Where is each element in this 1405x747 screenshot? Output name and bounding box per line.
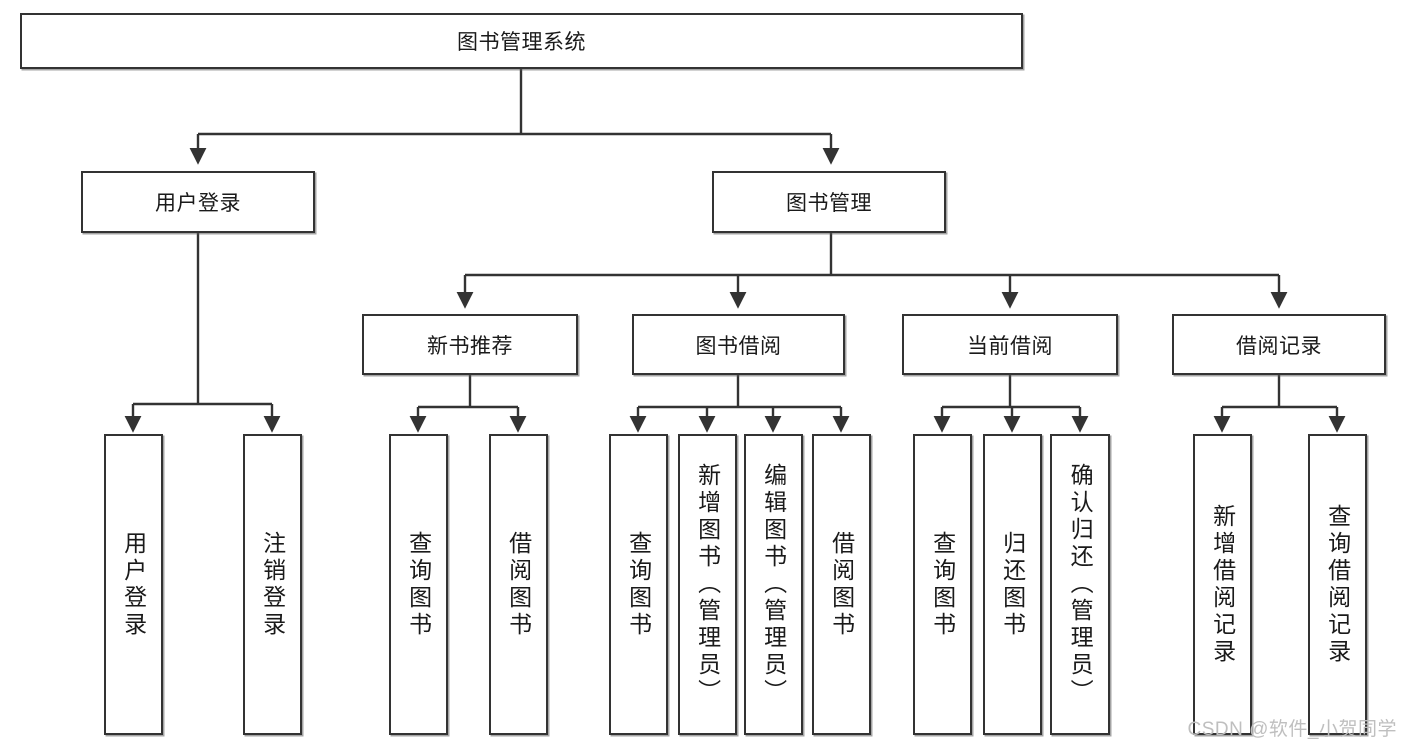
- node-leaf-borrow-book-recommend[interactable]: 借阅图书: [489, 434, 548, 735]
- node-leaf-logout[interactable]: 注销登录: [243, 434, 302, 735]
- node-label: 注销登录: [259, 530, 286, 639]
- node-label: 查询借阅记录: [1324, 503, 1351, 666]
- node-leaf-query-book-borrow[interactable]: 查询图书: [609, 434, 668, 735]
- node-level3-new-book-recommend[interactable]: 新书推荐: [362, 314, 578, 375]
- node-leaf-add-book-admin[interactable]: 新增图书（管理员）: [678, 434, 737, 735]
- node-level3-borrow-record[interactable]: 借阅记录: [1172, 314, 1386, 375]
- node-label: 图书管理系统: [457, 31, 586, 54]
- node-level3-book-borrow[interactable]: 图书借阅: [632, 314, 845, 375]
- node-leaf-user-login[interactable]: 用户登录: [104, 434, 163, 735]
- node-label: 新书推荐: [427, 334, 513, 358]
- node-label: 图书借阅: [695, 334, 782, 358]
- node-leaf-confirm-return-admin[interactable]: 确认归还（管理员）: [1050, 434, 1110, 735]
- node-label: 图书管理: [786, 192, 872, 215]
- node-label: 借阅记录: [1236, 334, 1322, 358]
- node-label: 新增图书（管理员）: [694, 463, 721, 706]
- node-label: 编辑图书（管理员）: [760, 463, 787, 706]
- node-level2-user-login[interactable]: 用户登录: [81, 171, 315, 233]
- node-label: 查询图书: [929, 530, 956, 639]
- node-level3-current-borrow[interactable]: 当前借阅: [902, 314, 1118, 375]
- node-root-图书管理系统[interactable]: 图书管理系统: [20, 13, 1023, 69]
- node-label: 查询图书: [625, 530, 652, 639]
- node-leaf-edit-book-admin[interactable]: 编辑图书（管理员）: [744, 434, 803, 735]
- node-leaf-add-borrow-record[interactable]: 新增借阅记录: [1193, 434, 1252, 735]
- node-label: 用户登录: [155, 192, 241, 215]
- node-label: 确认归还（管理员）: [1067, 463, 1094, 706]
- node-label: 当前借阅: [967, 334, 1053, 358]
- node-leaf-query-borrow-record[interactable]: 查询借阅记录: [1308, 434, 1367, 735]
- node-label: 用户登录: [120, 530, 147, 639]
- node-label: 借阅图书: [505, 530, 532, 639]
- node-label: 查询图书: [405, 530, 432, 639]
- node-label: 归还图书: [999, 530, 1026, 639]
- node-level2-book-management[interactable]: 图书管理: [712, 171, 946, 233]
- node-leaf-query-book-recommend[interactable]: 查询图书: [389, 434, 448, 735]
- node-leaf-borrow-book[interactable]: 借阅图书: [812, 434, 871, 735]
- node-label: 借阅图书: [828, 530, 855, 639]
- node-label: 新增借阅记录: [1209, 503, 1236, 666]
- node-leaf-query-book-current[interactable]: 查询图书: [913, 434, 972, 735]
- node-leaf-return-book[interactable]: 归还图书: [983, 434, 1042, 735]
